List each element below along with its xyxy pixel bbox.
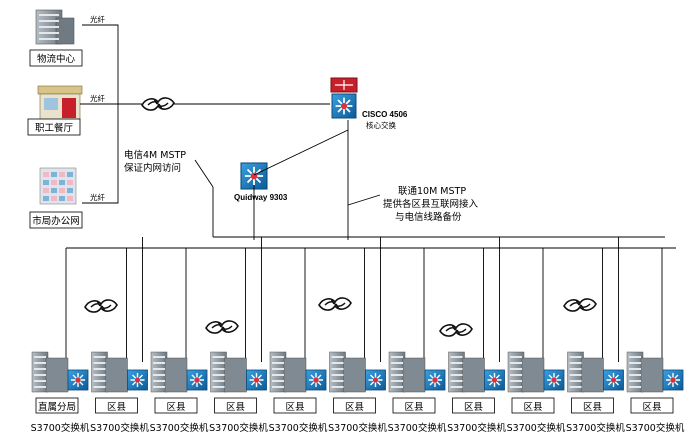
- branch-node: 区县 S3700交换机: [447, 237, 506, 434]
- site-name: 物流中心: [37, 53, 76, 65]
- cloud-icon: [563, 298, 597, 312]
- switch-icon: [67, 369, 89, 391]
- switch-model-label: S3700交换机: [150, 422, 209, 434]
- building-icon: [210, 351, 247, 393]
- cloud-icon: [318, 297, 352, 311]
- branch-name-box: [214, 397, 257, 414]
- branch-name-box: [630, 397, 674, 414]
- office-icon: [39, 167, 77, 205]
- branch-name: 区县: [166, 402, 185, 413]
- building-icon: [448, 351, 485, 393]
- unicom-note-line3: 与电信线路备份: [395, 211, 462, 223]
- branch-name: 区县: [523, 402, 542, 413]
- fiber-link-label: 光纤: [90, 14, 105, 24]
- branch-name-box: [392, 397, 436, 414]
- core-model-label: CISCO 4506: [362, 110, 408, 119]
- switch-icon: [483, 369, 506, 391]
- branch-name-box: [154, 397, 198, 414]
- switch-model-label: S3700交换机: [269, 422, 328, 434]
- switch-icon: [245, 369, 268, 391]
- switch-model-label: S3700交换机: [31, 422, 90, 434]
- branch-node: 区县 S3700交换机: [566, 237, 625, 434]
- building-icon: [31, 351, 69, 393]
- branch-name-box: [571, 397, 614, 414]
- unicom-note-line1: 联通10M MSTP: [398, 186, 466, 197]
- branch-node: 区县 S3700交换机: [328, 237, 387, 434]
- branch-name: 区县: [583, 402, 602, 413]
- branch-node: 区县 S3700交换机: [209, 237, 268, 434]
- site-2: 职工餐厅 光纤: [27, 85, 118, 136]
- building-icon: [35, 9, 75, 45]
- branch-name-box: [273, 397, 317, 414]
- building-icon: [329, 351, 366, 393]
- branch-name-box: [511, 397, 555, 414]
- switch-model-label: S3700交换机: [388, 422, 447, 434]
- branch-node: 区县 S3700交换机: [388, 248, 447, 434]
- building-icon: [388, 351, 426, 393]
- branch-name: 区县: [345, 402, 364, 413]
- site-name-box: [29, 211, 83, 229]
- branch-node: 区县 S3700交换机: [507, 248, 566, 434]
- cloud-icon: [439, 323, 473, 337]
- site-name: 职工餐厅: [35, 122, 74, 134]
- branch-name-box: [333, 397, 376, 414]
- branch-name: 区县: [464, 402, 483, 413]
- cloud-icon: [141, 97, 175, 111]
- site-name-box: [27, 118, 81, 136]
- switch-model-label: S3700交换机: [447, 422, 506, 434]
- branch-node: 区县 S3700交换机: [626, 248, 685, 434]
- building-icon: [150, 351, 188, 393]
- building-icon: [91, 351, 128, 393]
- branch-node: 区县 S3700交换机: [150, 248, 209, 434]
- branch-name: 区县: [107, 402, 126, 413]
- switch-icon: [364, 369, 387, 391]
- shop-icon: [37, 85, 83, 121]
- switch-model-label: S3700交换机: [328, 422, 387, 434]
- branch-name: 区县: [285, 402, 304, 413]
- switch-model-label: S3700交换机: [626, 422, 685, 434]
- telecom-note-line2: 保证内网访问: [124, 162, 181, 174]
- switch-model-label: S3700交换机: [209, 422, 268, 434]
- branch-name-box: [95, 397, 138, 414]
- switch-icon: [662, 369, 684, 391]
- switch-icon: [543, 369, 565, 391]
- cloud-icon: [205, 320, 239, 334]
- branch-name-box: [35, 397, 79, 414]
- site-1: 物流中心 光纤: [29, 9, 118, 67]
- site-name: 市局办公网: [32, 215, 80, 227]
- building-icon: [507, 351, 545, 393]
- building-icon: [269, 351, 307, 393]
- core-router: [330, 77, 358, 119]
- switch-icon: [186, 369, 208, 391]
- aggregation-model-label: Quidway 9303: [234, 193, 288, 202]
- branch-name: 区县: [404, 402, 423, 413]
- branch-name: 区县: [226, 402, 245, 413]
- site-name-box: [29, 49, 83, 67]
- switch-icon: [305, 369, 327, 391]
- core-role-label: 核心交换: [366, 120, 396, 130]
- unicom-note-line2: 提供各区县互联网接入: [383, 198, 479, 210]
- switch-model-label: S3700交换机: [507, 422, 566, 434]
- switch-icon: [602, 369, 625, 391]
- switch-icon: [424, 369, 446, 391]
- switch-model-label: S3700交换机: [90, 422, 149, 434]
- building-icon: [567, 351, 604, 393]
- switch-icon: [126, 369, 149, 391]
- site-3: 市局办公网 光纤: [29, 167, 118, 229]
- switch-model-label: S3700交换机: [566, 422, 625, 434]
- branch-node: 直属分局 S3700交换机: [31, 351, 90, 434]
- branch-node: 区县 S3700交换机: [90, 237, 149, 434]
- cloud-icon: [84, 299, 118, 313]
- branch-name: 直属分局: [38, 401, 76, 413]
- fiber-link-label: 光纤: [90, 93, 105, 103]
- branch-name: 区县: [642, 402, 661, 413]
- branch-name-box: [452, 397, 495, 414]
- building-icon: [626, 351, 664, 393]
- telecom-note-line1: 电信4M MSTP: [124, 149, 186, 161]
- fiber-link-label: 光纤: [90, 192, 105, 202]
- branch-node: 区县 S3700交换机: [269, 248, 328, 434]
